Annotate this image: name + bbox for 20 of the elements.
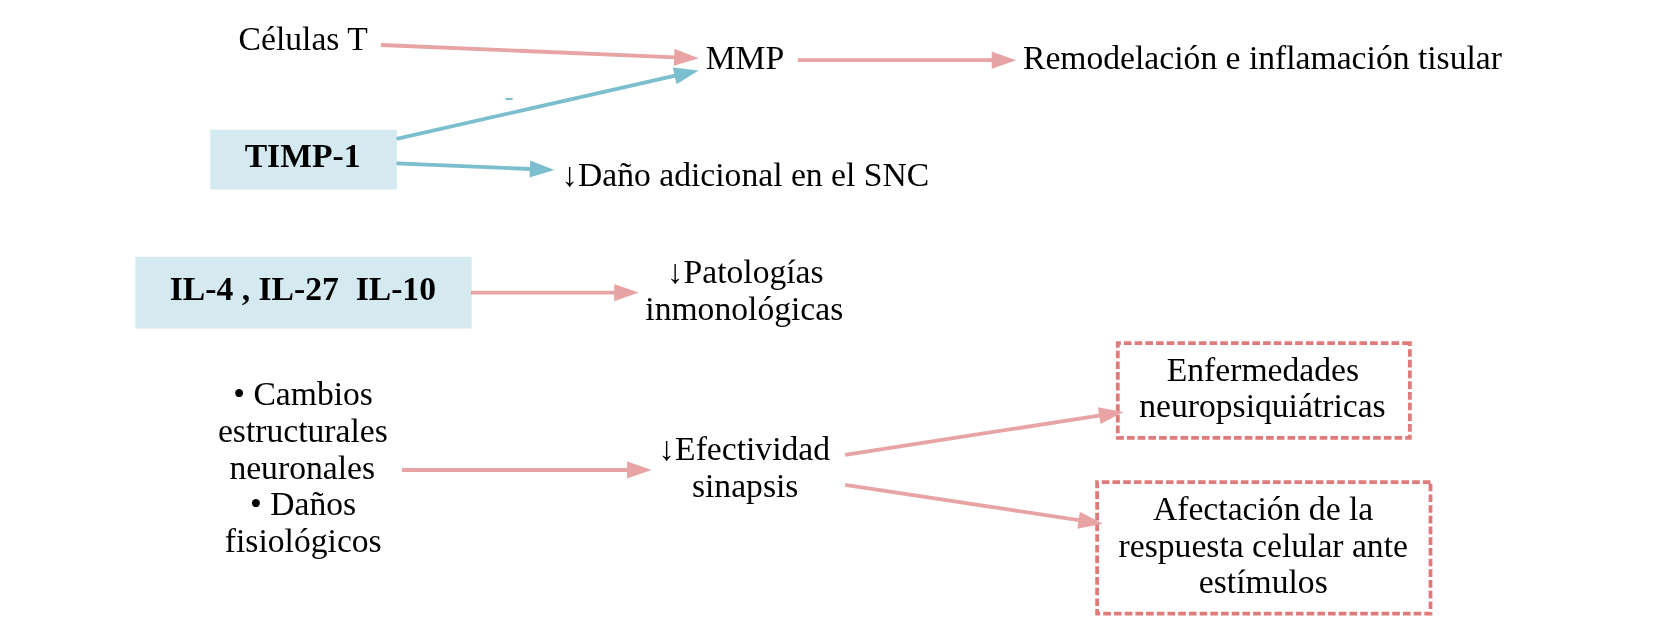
edge-label: - [504, 80, 514, 112]
arrow [471, 284, 639, 302]
node-text: Células T [238, 20, 368, 58]
node-box: IL-4 , IL-27 IL-10 [135, 256, 472, 329]
node-box: Afectación de la respuesta celular ante estímulos [1095, 480, 1433, 616]
arrow [396, 67, 699, 141]
arrow [844, 407, 1124, 457]
arrow [401, 461, 652, 479]
node-text: ↓Efectividad sinapsis [658, 430, 831, 504]
node-text: ↓Daño adicional en el SNC [561, 156, 930, 194]
node-box: Enfermedades neuropsiquiátricas [1115, 341, 1412, 440]
arrow [797, 51, 1017, 69]
node-text: Remodelación e inflamación tisular [1022, 38, 1502, 76]
arrow [844, 482, 1103, 529]
node-text: • Cambios estructurales neuronales • Daños fisiológicos [217, 375, 388, 559]
node-text: MMP [705, 38, 785, 76]
node-box: TIMP-1 [210, 129, 397, 190]
node-text: ↓Patologías inmonológicas [645, 252, 844, 327]
arrow [380, 43, 699, 66]
arrow [396, 160, 555, 178]
